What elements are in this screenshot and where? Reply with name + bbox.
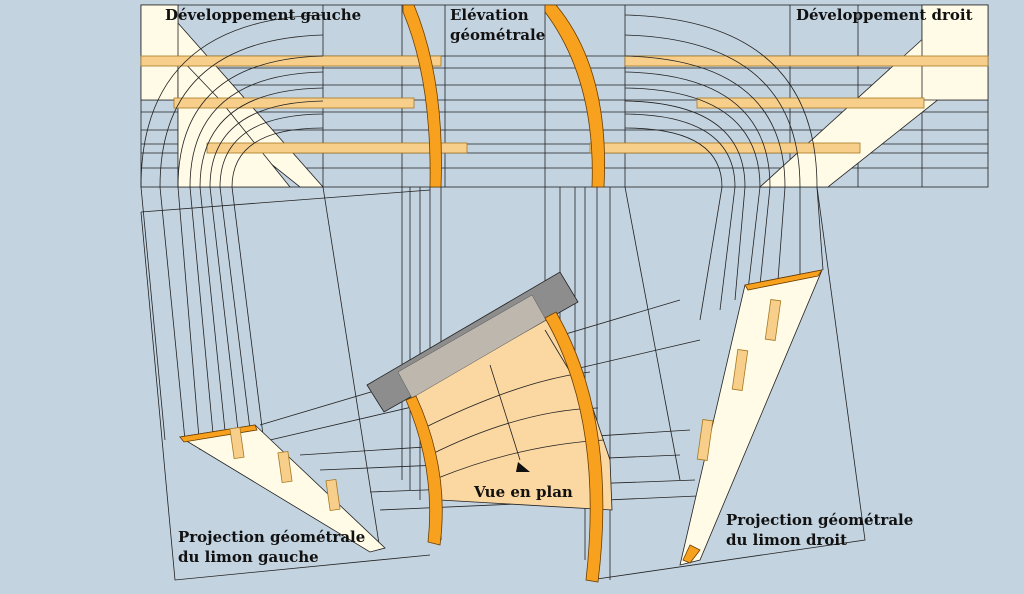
wall xyxy=(366,271,579,413)
label-elevation-line2: géométrale xyxy=(450,26,545,44)
label-elevation-line1: Elévation xyxy=(450,6,529,24)
label-projection-left-line2: du limon gauche xyxy=(178,548,319,566)
label-projection-left-line1: Projection géométrale xyxy=(178,528,365,546)
label-projection-right-line2: du limon droit xyxy=(726,531,847,549)
elevation-stringers xyxy=(402,4,605,188)
label-development-right: Développement droit xyxy=(796,6,973,24)
label-projection-right-line1: Projection géométrale xyxy=(726,511,913,529)
label-development-left: Développement gauche xyxy=(165,6,361,24)
projection-left xyxy=(178,424,386,553)
development-left xyxy=(140,4,468,188)
development-right xyxy=(589,4,989,188)
plan-stringers xyxy=(405,311,604,583)
label-plan-view: Vue en plan xyxy=(473,483,573,501)
projection-right xyxy=(679,269,823,566)
